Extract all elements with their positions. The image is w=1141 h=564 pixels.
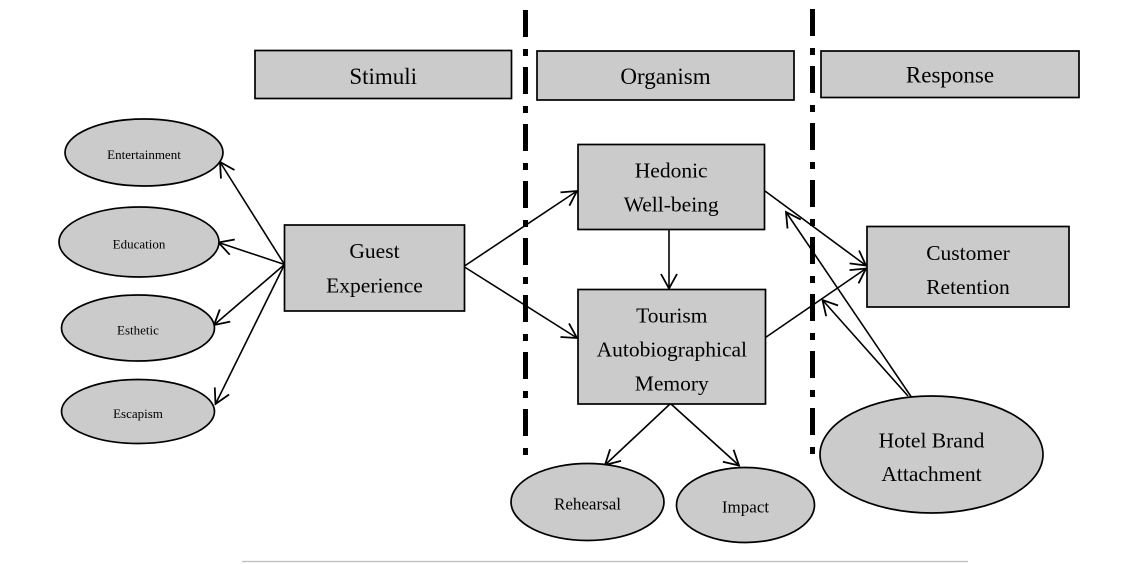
- edge-tourism-to-rehearsal: [603, 403, 671, 467]
- customer-retention-box: [866, 225, 1070, 308]
- escapism-label: Escapism: [113, 406, 163, 421]
- edge-hotel-brand-moderates-tourism-path: [821, 298, 909, 397]
- tourism-memory-label-line1: Tourism: [636, 304, 708, 328]
- node-entertainment: Entertainment: [64, 118, 224, 187]
- hedonic-wellbeing-label-line1: Hedonic: [635, 159, 708, 183]
- education-oval: [58, 206, 220, 278]
- edge-guest-experience-to-education: [216, 238, 285, 266]
- node-impact: Impact: [675, 466, 816, 544]
- node-hedonic-wellbeing: Hedonic Well-being: [577, 143, 766, 231]
- section-header-organism: Organism: [536, 50, 795, 101]
- section-header-response: Response: [820, 50, 1080, 99]
- customer-retention-label-line2: Retention: [926, 275, 1010, 299]
- edge-tourism-to-impact: [670, 403, 741, 467]
- edges: [212, 160, 912, 467]
- organism-header-box: [536, 50, 795, 101]
- edge-hotel-brand-moderates-hedonic-path: [784, 210, 912, 397]
- rehearsal-oval: [510, 462, 665, 542]
- edge-guest-experience-to-escapism: [213, 264, 286, 406]
- guest-experience-label-line1: Guest: [349, 239, 399, 263]
- hotel-brand-oval: [819, 395, 1044, 514]
- escapism-oval: [60, 378, 216, 445]
- edge-guest-experience-to-tourism: [464, 266, 579, 339]
- edge-tourism-to-customer-retention: [765, 267, 868, 339]
- esthetic-oval: [60, 294, 216, 362]
- rehearsal-label: Rehearsal: [554, 495, 621, 514]
- edge-guest-experience-to-entertainment: [219, 160, 286, 265]
- node-customer-retention: Customer Retention: [866, 225, 1070, 308]
- hotel-brand-label-line1: Hotel Brand: [879, 429, 985, 453]
- response-header-label: Response: [906, 63, 994, 88]
- tourism-memory-box: [577, 288, 767, 405]
- edge-guest-experience-to-esthetic: [212, 263, 286, 327]
- stimuli-header-label: Stimuli: [349, 64, 417, 89]
- hedonic-wellbeing-box: [577, 143, 766, 231]
- education-label: Education: [113, 237, 166, 252]
- node-rehearsal: Rehearsal: [510, 462, 665, 542]
- esthetic-label: Esthetic: [117, 323, 159, 338]
- guest-experience-label-line2: Experience: [326, 274, 423, 298]
- hedonic-wellbeing-label-line2: Well-being: [624, 193, 719, 217]
- customer-retention-label-line1: Customer: [926, 241, 1010, 265]
- node-escapism: Escapism: [60, 378, 216, 445]
- stimuli-header-box: [254, 49, 513, 100]
- organism-header-label: Organism: [620, 64, 710, 89]
- response-header-box: [820, 50, 1080, 99]
- hotel-brand-label-line2: Attachment: [881, 462, 981, 486]
- entertainment-oval: [64, 118, 224, 187]
- impact-oval: [675, 466, 816, 544]
- tourism-memory-label-line3: Memory: [635, 372, 709, 396]
- node-esthetic: Esthetic: [60, 294, 216, 362]
- edge-guest-experience-to-hedonic: [464, 189, 579, 267]
- node-hotel-brand: Hotel Brand Attachment: [819, 395, 1044, 514]
- node-guest-experience: Guest Experience: [283, 224, 466, 312]
- section-header-stimuli: Stimuli: [254, 49, 513, 100]
- guest-experience-box: [283, 224, 466, 312]
- impact-label: Impact: [722, 498, 769, 517]
- node-education: Education: [58, 206, 220, 278]
- edge-hedonic-to-customer-retention: [764, 190, 868, 267]
- tourism-memory-label-line2: Autobiographical: [597, 338, 747, 362]
- entertainment-label: Entertainment: [107, 147, 181, 162]
- node-tourism-memory: Tourism Autobiographical Memory: [577, 288, 767, 405]
